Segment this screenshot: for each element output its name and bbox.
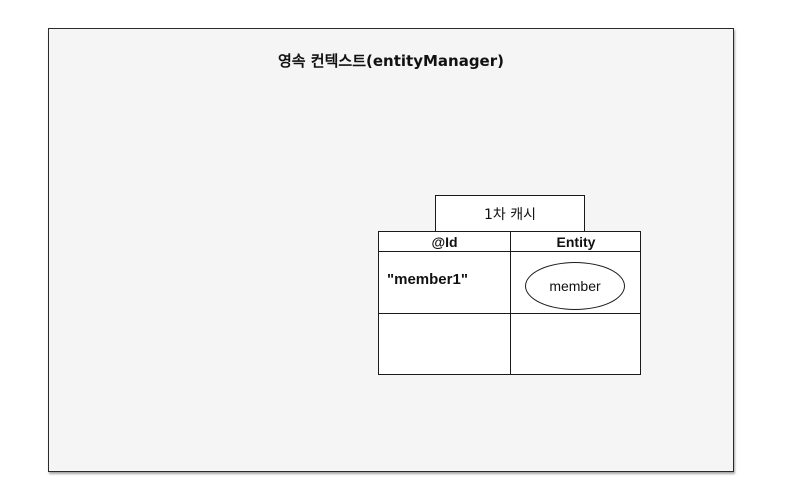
persistence-context-box: 영속 컨텍스트(entityManager) 1차 캐시 @Id Entity … [48,28,734,472]
header-row-divider [379,251,640,252]
cache-key-cell: "member1" [387,271,468,288]
entity-column-header: Entity [556,233,596,250]
column-divider [510,232,511,374]
row-divider [379,313,640,314]
id-column-header: @Id [431,233,458,250]
entity-instance-oval: member [525,262,625,310]
first-level-cache-label: 1차 캐시 [435,195,585,231]
first-level-cache-table: @Id Entity "member1" member [378,231,641,375]
persistence-context-title: 영속 컨텍스트(entityManager) [277,52,504,70]
